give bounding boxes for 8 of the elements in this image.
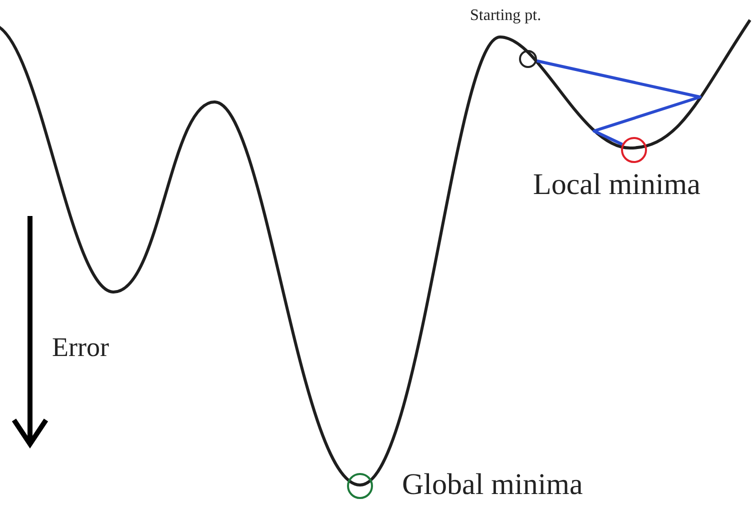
point-label: Starting pt. [470,8,542,24]
point-label: Global minima [402,470,583,500]
marker-circle [347,473,373,499]
axis-label: Error [52,334,109,361]
descent-path [536,59,702,146]
marker-circle [621,137,647,163]
marker-circle [519,50,537,68]
point-label: Local minima [533,170,700,200]
